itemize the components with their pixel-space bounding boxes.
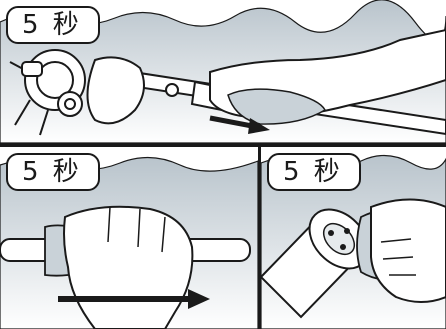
divider	[258, 147, 261, 329]
arrow-right-icon	[209, 115, 270, 134]
panel-bottom-left: 5 秒	[0, 147, 258, 329]
left-hand	[86, 56, 145, 125]
hand	[63, 205, 194, 329]
panel-bottom-right: 5 秒	[261, 147, 446, 329]
duration-label: 5 秒	[6, 153, 100, 191]
arrow-right-icon	[58, 289, 210, 309]
hand	[370, 198, 446, 303]
reel	[9, 49, 86, 136]
duration-label: 5 秒	[6, 6, 100, 44]
cloth	[227, 88, 326, 125]
duration-label: 5 秒	[267, 153, 361, 191]
divider	[0, 143, 446, 147]
panel-top-art	[0, 0, 446, 143]
panel-top: 5 秒	[0, 0, 446, 143]
panel-bottom-left-art	[0, 156, 258, 329]
panel-bottom-right-art	[261, 154, 446, 329]
